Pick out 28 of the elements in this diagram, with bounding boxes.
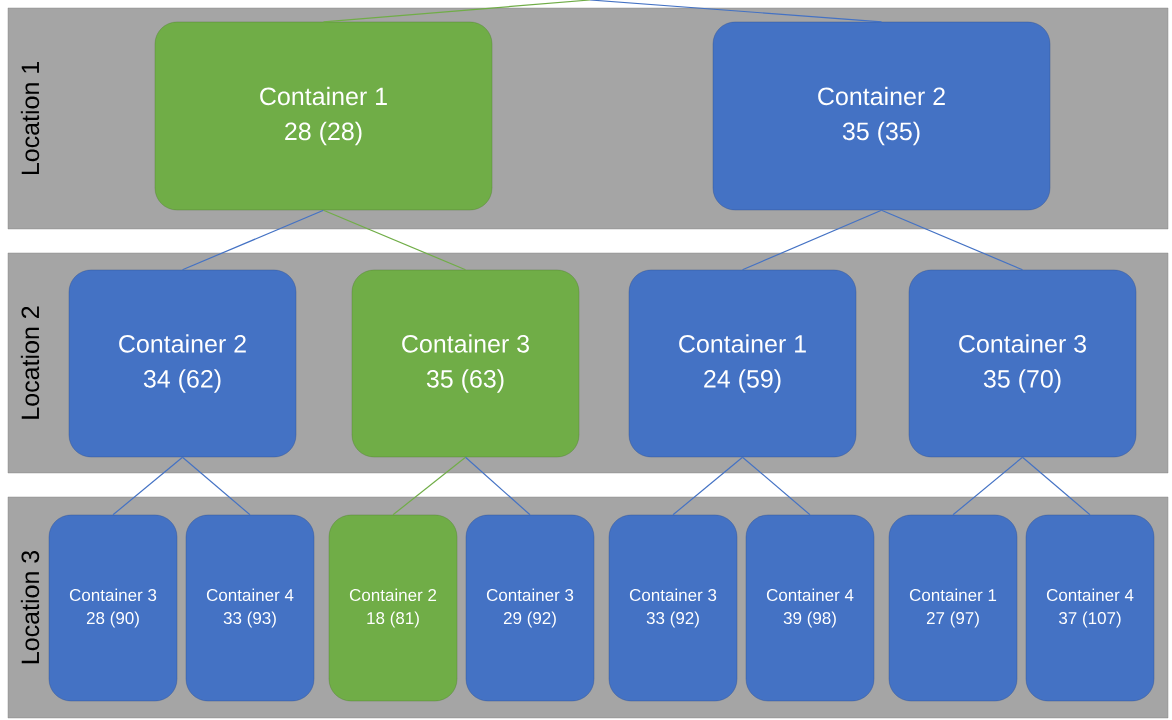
container-box: Container 1 28 (28)	[154, 21, 493, 211]
connector-line	[181, 209, 325, 271]
connector-line	[672, 456, 744, 516]
container-box: Container 2 34 (62)	[68, 269, 297, 458]
connector-line	[322, 0, 591, 23]
connector-line	[181, 456, 251, 516]
container-box: Container 4 39 (98)	[745, 514, 875, 702]
container-box: Container 3 35 (63)	[351, 269, 580, 458]
container-box: Container 1 24 (59)	[628, 269, 857, 458]
container-box: Container 2 35 (35)	[712, 21, 1051, 211]
container-box: Container 4 37 (107)	[1025, 514, 1155, 702]
connector-line	[112, 456, 184, 516]
connector-line	[741, 209, 883, 271]
connector-line	[392, 456, 467, 516]
container-box: Container 1 27 (97)	[888, 514, 1018, 702]
connector-line	[589, 0, 883, 23]
connector-line	[464, 456, 531, 516]
container-box: Container 4 33 (93)	[185, 514, 315, 702]
container-box: Container 3 35 (70)	[908, 269, 1137, 458]
container-box: Container 3 29 (92)	[465, 514, 595, 702]
connector-line	[952, 456, 1024, 516]
connector-line	[880, 209, 1024, 271]
container-box: Container 3 33 (92)	[608, 514, 738, 702]
connector-line	[741, 456, 811, 516]
container-box: Container 3 28 (90)	[48, 514, 178, 702]
container-box: Container 2 18 (81)	[328, 514, 458, 702]
connector-line	[1021, 456, 1091, 516]
connector-line	[322, 209, 467, 271]
